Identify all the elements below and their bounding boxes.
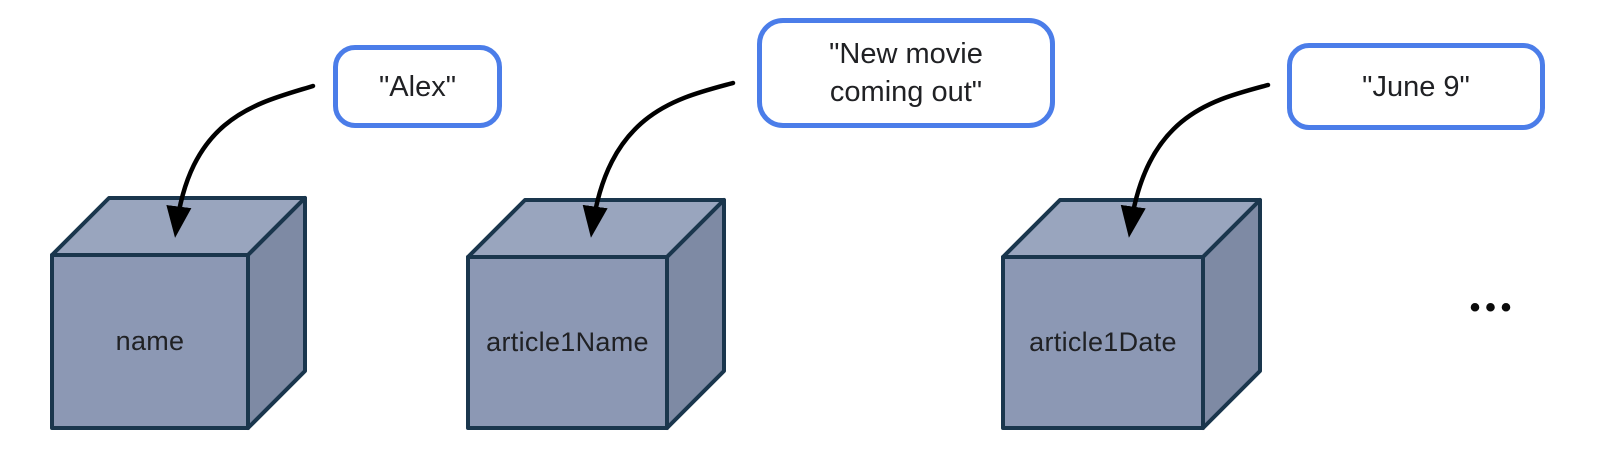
arrow-newmovie-to-article1name [582, 80, 736, 238]
value-bubble-june-9: "June 9" [1287, 43, 1545, 130]
arrow-alex-to-name [166, 83, 316, 238]
value-bubble-new-movie: "New movie coming out" [757, 18, 1055, 128]
arrow-june9-to-article1date [1120, 82, 1271, 238]
box-article1date-front-face [1001, 255, 1205, 430]
box-article1date [1001, 198, 1262, 430]
box-article1name [466, 198, 726, 430]
box-article1name-front-face [466, 255, 669, 430]
box-name-front-face [50, 253, 250, 430]
box-name [50, 196, 307, 430]
ellipsis-more-boxes: ••• [1469, 291, 1517, 324]
value-bubble-alex: "Alex" [333, 45, 502, 128]
